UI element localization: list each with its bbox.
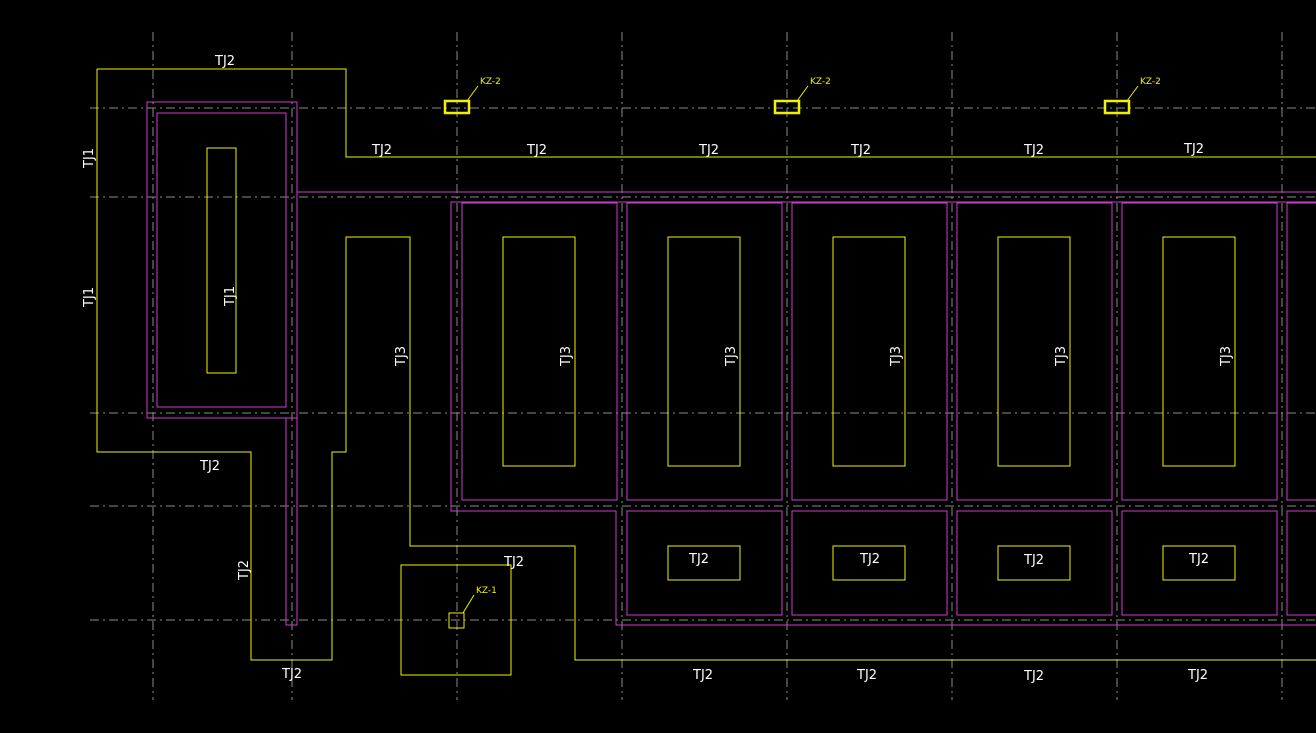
foundation-labels: TJ2 TJ2 TJ2 TJ2 TJ2 TJ2 TJ2 TJ1 TJ1 TJ1 … (82, 54, 1234, 684)
tj2-label-pad-3: TJ2 (1023, 553, 1044, 568)
axis-grid (90, 32, 1316, 700)
tj2-top-strip (97, 68, 1316, 158)
tj2-label-top: TJ2 (214, 54, 235, 69)
tj2-label-bottom-1: TJ2 (692, 668, 713, 683)
tj3-pad-3 (832, 236, 906, 467)
foundation-outlines (96, 68, 1316, 676)
tj2-label-pad-2: TJ2 (859, 552, 880, 567)
tj3-label-3: TJ3 (889, 346, 904, 367)
tj2-pad-1 (667, 545, 741, 581)
bay-upper-7 (1286, 202, 1316, 501)
kz1-column (448, 612, 465, 629)
tj1-inner-pad (206, 147, 237, 374)
bay-lower-4 (791, 510, 948, 616)
bay-lower-5 (956, 510, 1113, 616)
tj2-label-bottom-4: TJ2 (1187, 668, 1208, 683)
tj2-label-bottom-2: TJ2 (856, 668, 877, 683)
tj3-label-5: TJ3 (1219, 346, 1234, 367)
tj2-label-strip-4: TJ2 (850, 143, 871, 158)
kz2-tag-1: KZ-2 (480, 77, 501, 87)
tj2-label-strip-6: TJ2 (1183, 142, 1204, 157)
tj3-label-2: TJ3 (724, 346, 739, 367)
tj2-label-stem: TJ2 (237, 560, 252, 581)
kz1-leader (462, 594, 475, 614)
tj3-label-1: TJ3 (559, 346, 574, 367)
bay-lower-7 (1286, 510, 1316, 616)
bay-lower-6 (1121, 510, 1278, 616)
bay-upper-6 (1121, 202, 1278, 501)
bay-upper-2 (461, 202, 618, 501)
tj1-label-left-upper: TJ1 (82, 148, 97, 169)
kz1-tag: KZ-1 (476, 586, 497, 596)
columns (443, 85, 1139, 629)
tj2-pad-3 (997, 545, 1071, 581)
kz2-leader-1 (466, 85, 479, 102)
tj2-label-bottom-3: TJ2 (1023, 669, 1044, 684)
beam-outlines (146, 101, 1316, 626)
tj2-label-strip-5: TJ2 (1023, 143, 1044, 158)
tj1-label-inner: TJ1 (223, 286, 238, 307)
kz2-leader-3 (1126, 85, 1139, 102)
kz1-footing (400, 564, 512, 676)
bay-lower-3 (626, 510, 783, 616)
tj3-label-left: TJ3 (394, 346, 409, 367)
left-beam-outer (146, 101, 298, 419)
tj2-label-strip-3: TJ2 (698, 143, 719, 158)
tj2-label-pad-4: TJ2 (1188, 552, 1209, 567)
tj2-label-pad-1: TJ2 (688, 552, 709, 567)
kz2-leader-2 (796, 85, 809, 102)
left-beam-inner (156, 112, 287, 408)
kz2-column-1 (443, 99, 471, 115)
tj3-label-4: TJ3 (1054, 346, 1069, 367)
tj3-pad-4 (997, 236, 1071, 467)
main-beam-outline (450, 201, 1316, 626)
tj3-pad-2 (667, 236, 741, 467)
tj2-label-stem-bottom: TJ2 (281, 667, 302, 682)
top-beam-outer-edge (296, 102, 1316, 193)
kz2-column-2 (773, 99, 801, 115)
tj2-label-strip-2: TJ2 (526, 143, 547, 158)
tj2-pad-4 (1162, 545, 1236, 581)
tj3-pad-1 (502, 236, 576, 467)
bay-upper-5 (956, 202, 1113, 501)
tj2-label-strip-1: TJ2 (371, 143, 392, 158)
kz2-tag-2: KZ-2 (810, 77, 831, 87)
tj3-pad-5 (1162, 236, 1236, 467)
tj2-label-left-bottom: TJ2 (199, 459, 220, 474)
tj2-pad-2 (832, 545, 906, 581)
tj1-label-left-lower: TJ1 (82, 287, 97, 308)
kz2-tag-3: KZ-2 (1140, 77, 1161, 87)
bay-upper-3 (626, 202, 783, 501)
kz2-column-3 (1103, 99, 1131, 115)
tj1-left-outline (96, 69, 1316, 661)
bay-upper-4 (791, 202, 948, 501)
tj2-label-mid: TJ2 (503, 555, 524, 570)
column-tags: KZ-2 KZ-2 KZ-2 KZ-1 (476, 77, 1161, 596)
left-stem-outline (285, 202, 298, 626)
